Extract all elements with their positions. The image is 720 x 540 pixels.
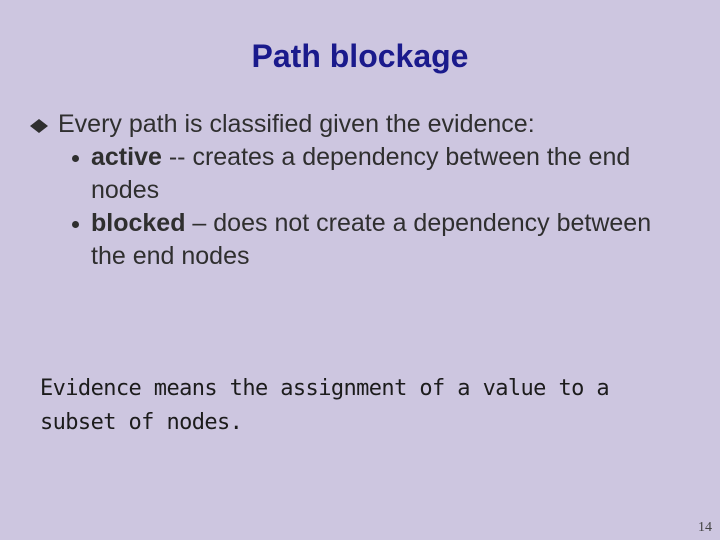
sub-bullet-description: does not create a dependency between the… [91,209,652,270]
evidence-note: Evidence means the assignment of a value… [40,376,610,435]
bullet-list: Every path is classified given the evide… [28,108,688,273]
slide-title: Path blockage [251,38,469,74]
dot-bullet-icon [72,155,79,162]
sub-bullet-term: blocked [91,209,186,237]
sub-bullet-separator: -- [161,143,193,171]
page-number: 14 [698,520,712,535]
bullet-item: Every path is classified given the evide… [28,108,688,141]
sub-bullet-separator: – [185,209,214,237]
dot-bullet-icon [72,221,79,228]
sub-bullet-description: creates a dependency between the end nod… [91,143,631,204]
diamond-bullet-icon [30,119,48,133]
bullet-text: Every path is classified given the evide… [58,110,535,138]
sub-bullet-item: active -- creates a dependency between t… [28,141,688,207]
sub-bullet-term: active [91,143,162,171]
sub-bullet-item: blocked – does not create a dependency b… [28,207,688,273]
